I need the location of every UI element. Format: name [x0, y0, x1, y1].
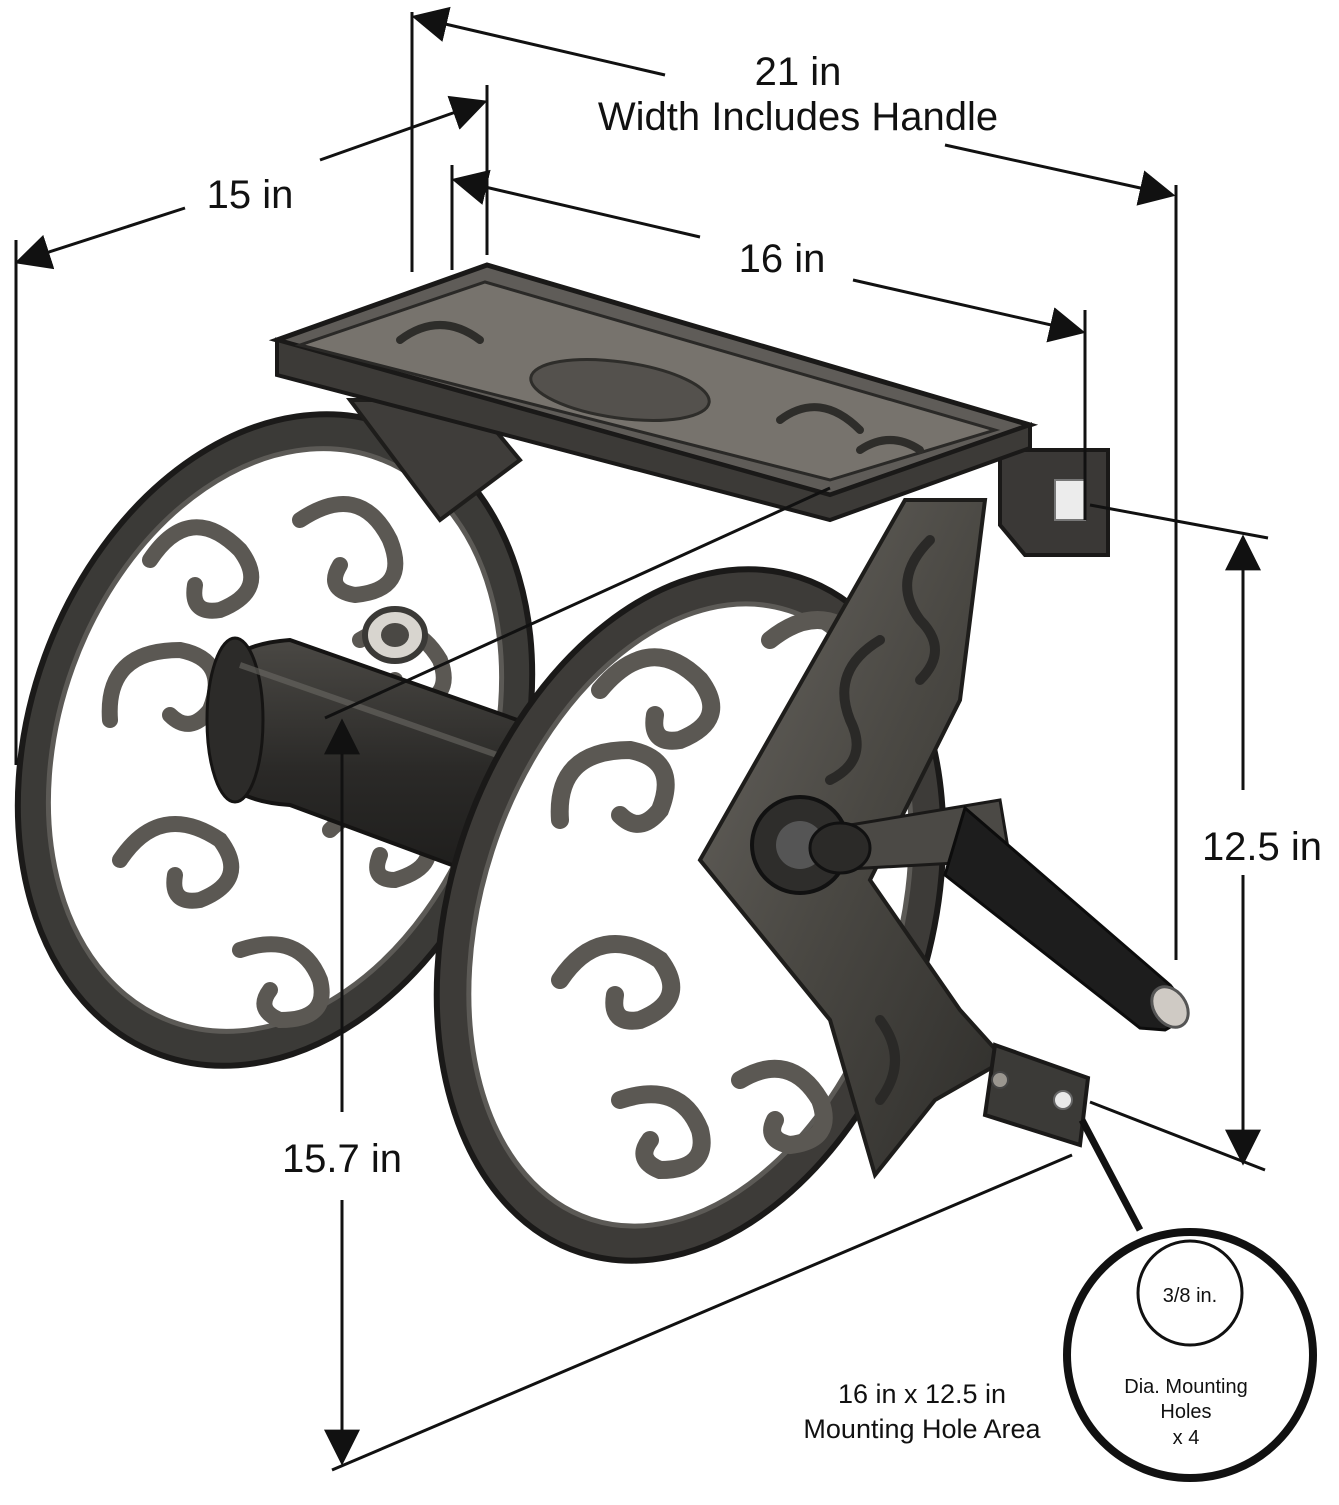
ext-line-diameter-top [324, 486, 831, 720]
top-mounting-plate [998, 448, 1110, 557]
dim-15-left [14, 206, 186, 270]
bottom-mounting-plate [982, 1042, 1091, 1148]
dim-21-left [411, 6, 666, 77]
diameter-label: 15.7 in [282, 1137, 402, 1181]
dim-16-right [852, 278, 1086, 343]
callout-circle-outer [1063, 1228, 1317, 1482]
callout-leader [1078, 1118, 1144, 1232]
dimension-lines [14, 6, 1269, 1472]
dim-16-left [451, 169, 701, 239]
width-note-label: Width Includes Handle [598, 95, 998, 139]
height-label: 12.5 in [1202, 825, 1322, 869]
mounting-area-line1: 16 in x 12.5 in [838, 1379, 1006, 1409]
mounting-hole-callout: 3/8 in. Dia. Mounting Holes x 4 [1063, 1228, 1317, 1482]
ext-line-height-bottom [1089, 1100, 1266, 1172]
ext-line-diameter-bottom [331, 1153, 1073, 1472]
holes-label-line3: x 4 [1173, 1427, 1200, 1449]
callout-circle-hole [1136, 1239, 1244, 1347]
dim-21-right [944, 143, 1176, 206]
depth-label: 15 in [207, 173, 294, 217]
dim-15-right [319, 95, 488, 162]
ext-line-height-top [1089, 503, 1269, 540]
shelf-width-label: 16 in [739, 237, 826, 281]
crank-handle [750, 795, 1190, 1032]
holes-label-line1: Dia. Mounting [1124, 1376, 1247, 1398]
hose-reel-icon [14, 262, 1190, 1264]
mounting-area-line2: Mounting Hole Area [803, 1414, 1041, 1444]
holes-label-line2: Holes [1160, 1401, 1211, 1423]
width-value-label: 21 in [755, 50, 842, 94]
hole-size-label: 3/8 in. [1163, 1285, 1217, 1307]
shelf-tray [268, 262, 1039, 523]
